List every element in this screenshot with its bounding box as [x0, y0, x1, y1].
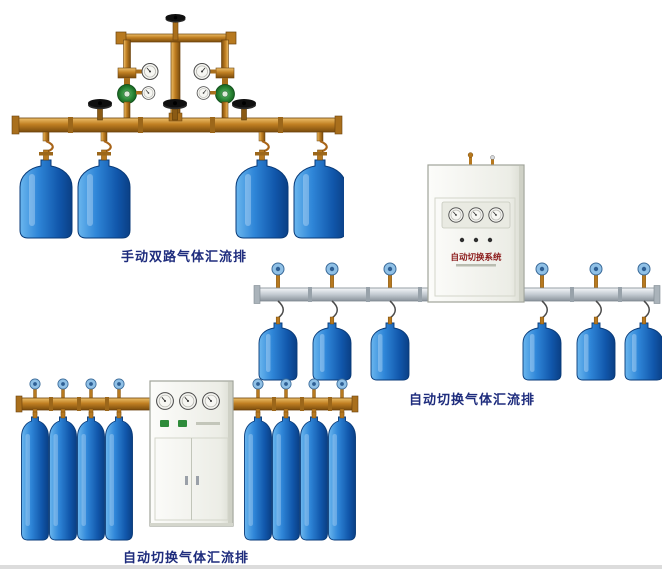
auto-switch-manifold-2-illustration: [15, 378, 359, 541]
gas-cylinder: [258, 316, 298, 381]
pipe-coupling: [328, 397, 332, 411]
door-handle: [196, 476, 199, 485]
pipe-valve-handwheel: [87, 98, 113, 121]
pipe-end-cap: [253, 285, 261, 304]
pipe-coupling: [49, 397, 53, 411]
indicator-dot: [487, 237, 493, 243]
gas-cylinder: [244, 411, 272, 541]
pressure-regulator-station: [118, 40, 159, 118]
pipe-coupling: [570, 287, 574, 302]
gas-cylinder: [77, 149, 131, 239]
valve-knob: [85, 378, 97, 390]
pipe-elbow: [115, 31, 127, 45]
pipe-coupling: [272, 397, 276, 411]
pipe-end-cap: [351, 395, 359, 413]
product-caption-3: 自动切换气体汇流排: [122, 550, 249, 565]
header-assembly: [115, 14, 237, 121]
pipe-valve-handwheel: [162, 98, 188, 121]
pipe-coupling: [68, 117, 73, 133]
pressure-gauge: [448, 207, 464, 223]
valve-knob: [57, 378, 69, 390]
pipe-coupling: [300, 397, 304, 411]
pipe-end-cap: [11, 115, 20, 135]
pressure-regulator-station: [194, 40, 235, 118]
control-cabinet: 自动切换系统: [427, 152, 525, 303]
pressure-gauge: [202, 392, 220, 410]
pressure-gauge: [468, 207, 484, 223]
gas-cylinder: [370, 316, 410, 381]
gas-cylinder: [300, 411, 328, 541]
manual-dual-manifold-illustration: [11, 14, 344, 239]
valve-knob: [535, 262, 549, 276]
product-caption-2: 自动切换气体汇流排: [408, 392, 535, 407]
pipe-coupling: [138, 117, 143, 133]
cabinet-label: 自动切换系统: [450, 252, 502, 262]
bottom-border-line: [0, 565, 662, 569]
pipe-coupling: [618, 287, 622, 302]
indicator-dot: [473, 237, 479, 243]
pressure-gauge: [156, 392, 174, 410]
pressure-gauge: [179, 392, 197, 410]
pipe-end-cap: [653, 285, 661, 304]
valve-knob: [325, 262, 339, 276]
valve-knobs: [29, 378, 348, 400]
cylinder-connections: [42, 131, 328, 154]
gas-cylinder: [105, 411, 133, 541]
pipe-coupling: [210, 117, 215, 133]
valve-knob: [29, 378, 41, 390]
gas-cylinder: [272, 411, 300, 541]
cabinet-sublabel-line: [456, 264, 496, 267]
gas-cylinder: [312, 316, 352, 381]
pipe-coupling: [77, 397, 81, 411]
gas-cylinder: [522, 316, 562, 381]
valve-knob: [589, 262, 603, 276]
door-handle: [185, 476, 188, 485]
gas-cylinder: [21, 411, 49, 541]
valve-knob: [280, 378, 292, 390]
pressure-gauge: [488, 207, 504, 223]
gas-cylinder: [19, 149, 73, 239]
indicator-label: [178, 420, 187, 427]
valve-knob: [637, 262, 651, 276]
cabinet-door: [434, 197, 516, 297]
pipe-end-cap: [334, 115, 343, 135]
valve-knob: [252, 378, 264, 390]
gas-cylinder: [576, 316, 616, 381]
valve-knob: [383, 262, 397, 276]
valve-knob: [271, 262, 285, 276]
pipe-coupling: [278, 117, 283, 133]
pipe-elbow: [225, 31, 237, 45]
pipe-coupling: [105, 397, 109, 411]
valve-knob: [336, 378, 348, 390]
pipe-coupling: [418, 287, 422, 302]
product-caption-1: 手动双路气体汇流排: [120, 249, 247, 264]
cabinet-body: [427, 164, 525, 303]
small-text-line: [196, 422, 220, 425]
gas-cylinder: [77, 411, 105, 541]
pipe-valve-handwheel: [231, 98, 257, 121]
gas-cylinder: [49, 411, 77, 541]
indicator-label: [160, 420, 169, 427]
pipe-end-cap: [15, 395, 23, 413]
valve-knob: [308, 378, 320, 390]
pipe-coupling: [366, 287, 370, 302]
control-cabinet: [149, 380, 234, 527]
valve-knobs: [271, 262, 651, 290]
valve-knob: [113, 378, 125, 390]
gas-cylinder: [328, 411, 356, 541]
cabinet-top-fitting: [491, 158, 494, 166]
indicator-dot: [459, 237, 465, 243]
gas-cylinder: [624, 316, 662, 381]
pipe-coupling: [308, 287, 312, 302]
cabinet-top-fitting: [469, 155, 472, 166]
auto-switch-manifold-illustration: 自动切换系统: [253, 152, 662, 381]
top-valve-stem: [172, 19, 179, 41]
pigtail-hoses: [277, 300, 650, 319]
